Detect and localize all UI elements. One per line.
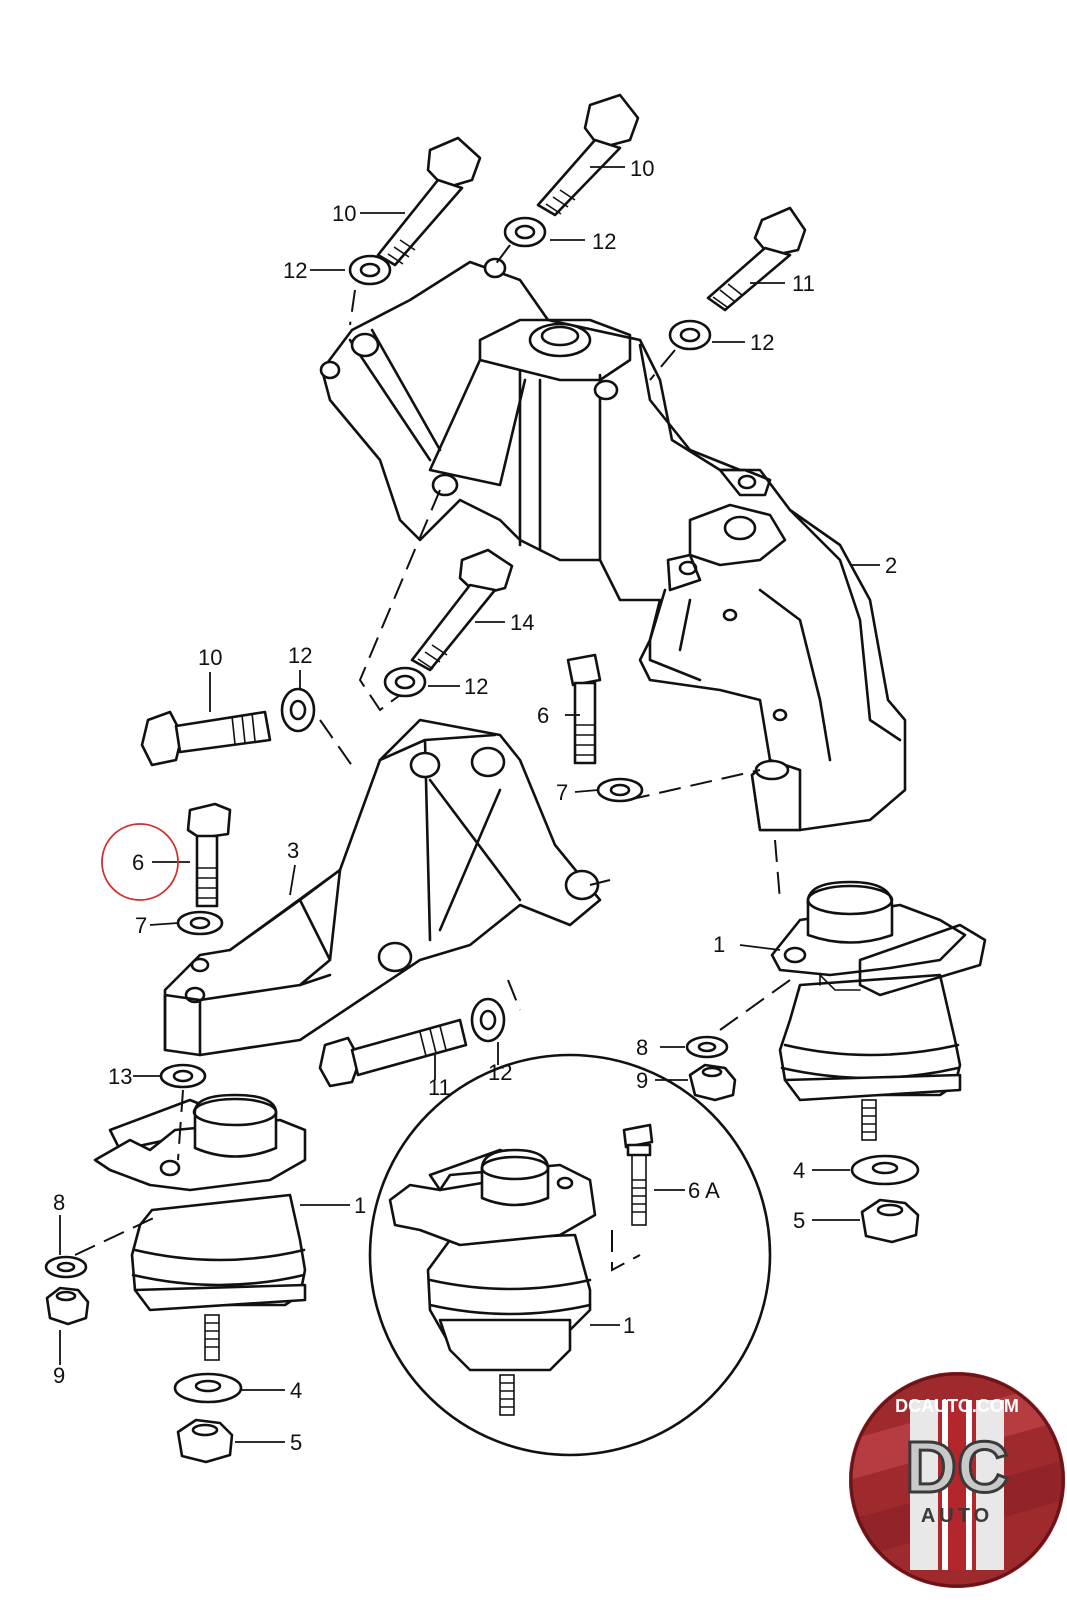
mount-bracket: [163, 718, 602, 1057]
bolt-6-right: [566, 653, 602, 765]
part-label: 12: [488, 1060, 512, 1085]
part-labels: 10 10 12 12 11 12 2 14 12 10 12 6 7 3 6 …: [53, 156, 897, 1455]
logo-url-text: DCAUTO.COM: [895, 1396, 1019, 1416]
part-label: 8: [53, 1190, 65, 1215]
part-label: 12: [750, 330, 774, 355]
nuts: [45, 1063, 920, 1464]
assembly-dashed-lines: [74, 244, 791, 1272]
bolt-10-top: [536, 93, 640, 217]
bolt-11-top-left: [376, 136, 482, 267]
dcauto-logo: DCAUTO.COM DC AUTO: [849, 1372, 1065, 1588]
part-label: 12: [288, 643, 312, 668]
part-label: 3: [287, 838, 299, 863]
part-label: 1: [713, 932, 725, 957]
part-label: 11: [428, 1075, 451, 1100]
part-label: 12: [283, 258, 307, 283]
part-label: 8: [636, 1035, 648, 1060]
part-label: 9: [53, 1363, 65, 1388]
part-label: 12: [592, 229, 616, 254]
engine-carrier-bracket: [319, 257, 907, 832]
part-label: 1: [354, 1193, 366, 1218]
part-label: 14: [510, 610, 534, 635]
washers: [44, 216, 920, 1404]
inset-detail-circle: [368, 1053, 772, 1457]
bolt-14: [410, 548, 514, 672]
part-label: 6: [537, 703, 549, 728]
part-label: 7: [135, 913, 147, 938]
leader-lines: [59, 166, 880, 1443]
logo-letters: DC: [905, 1428, 1009, 1508]
part-label: 13: [108, 1064, 132, 1089]
part-label: 4: [793, 1158, 805, 1183]
part-label: 7: [556, 780, 568, 805]
part-label: 6 A: [688, 1178, 720, 1203]
highlight-circle: [101, 823, 179, 901]
part-label: 12: [464, 674, 488, 699]
bolt-11-bottom: [318, 1018, 468, 1088]
engine-mount-left: [93, 1093, 307, 1361]
part-label: 9: [636, 1068, 648, 1093]
part-label: 11: [792, 271, 815, 296]
bolt-10-left: [140, 710, 272, 767]
part-label: 4: [290, 1378, 302, 1403]
part-label: 10: [630, 156, 654, 181]
part-label: 10: [332, 201, 356, 226]
bolt-11-right: [706, 206, 807, 312]
bolt-6-left: [186, 802, 232, 908]
part-label: 1: [623, 1313, 635, 1338]
part-label: 5: [793, 1208, 805, 1233]
highlighted-part-label: 6: [132, 850, 144, 875]
logo-subtext: AUTO: [921, 1505, 993, 1527]
part-label: 5: [290, 1430, 302, 1455]
part-label: 2: [885, 553, 897, 578]
engine-mount-right: [770, 880, 987, 1141]
part-label: 10: [198, 645, 222, 670]
